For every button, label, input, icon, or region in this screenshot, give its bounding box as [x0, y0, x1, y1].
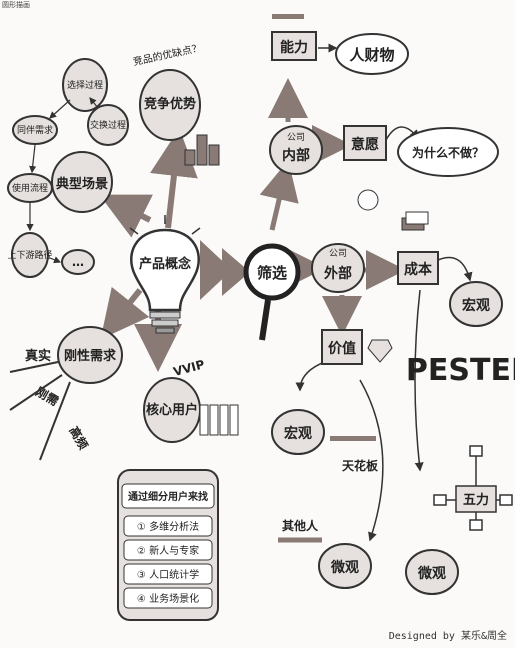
- big-arrow: [200, 240, 250, 300]
- need-label: 刚性需求: [64, 348, 117, 364]
- outer-tag: 公司: [329, 248, 347, 259]
- node-flow: 使用流程: [12, 182, 48, 194]
- list-card: [117, 469, 219, 621]
- compete-label: 竞争优势: [144, 96, 196, 112]
- real-label: 真实: [25, 348, 51, 364]
- node-dots: …: [72, 255, 84, 269]
- node-select: 选择过程: [67, 79, 103, 91]
- outer-blob: [311, 243, 365, 293]
- compete-caption: 竞品的优缺点？: [132, 41, 203, 68]
- five-label: 五力: [463, 492, 489, 508]
- micro-cloud: [318, 543, 372, 589]
- inner-blob: [269, 125, 323, 175]
- bulb-label: 产品概念: [139, 256, 191, 272]
- why-cloud: [397, 127, 499, 177]
- ceiling-bar: [330, 436, 376, 441]
- lightbulb: [129, 215, 201, 334]
- micro-label: 微观: [330, 559, 359, 576]
- list-item-1: ① 多维分析法: [137, 520, 199, 533]
- list-item-4: ④ 业务场景化: [137, 592, 199, 605]
- micro2-cloud: [405, 549, 459, 595]
- left-top-blobs: [7, 58, 201, 278]
- magnifier: [243, 243, 301, 341]
- cost-box: [397, 251, 439, 285]
- rigid-label: 刚需: [33, 384, 61, 408]
- screen-label: 筛选: [257, 264, 287, 282]
- credit-line: Designed by 某乐&周全: [388, 631, 507, 642]
- macro-label: 宏观: [284, 425, 312, 442]
- others-label: 其他人: [282, 518, 319, 533]
- right-connectors: [259, 78, 406, 336]
- why-label: 为什么不做？: [412, 145, 484, 160]
- list-title: 通过细分用户来找: [128, 490, 208, 503]
- podium-icon: [184, 134, 220, 166]
- value-label: 价值: [328, 340, 356, 357]
- list-item-3: ③ 人口统计学: [137, 568, 199, 581]
- list-item-2: ② 新人与专家: [137, 544, 199, 557]
- left-connectors: [99, 128, 198, 372]
- inner-label: 内部: [282, 147, 310, 164]
- will-label: 意愿: [351, 136, 379, 153]
- micro2-label: 微观: [417, 565, 446, 582]
- resources-label: 人财物: [349, 46, 394, 64]
- ability-box: [271, 31, 317, 61]
- ceiling-label: 天花板: [342, 458, 379, 473]
- corner-mark: 圆形描画: [2, 1, 30, 9]
- core-user-label: 核心用户: [146, 402, 198, 418]
- diamond-icon: [367, 339, 393, 363]
- freq-label: 高频: [66, 424, 91, 452]
- resources-cloud: [335, 33, 409, 75]
- ability-label: 能力: [280, 39, 308, 56]
- left-bottom-blobs: [57, 326, 201, 443]
- macro2-label: 宏观: [462, 297, 490, 314]
- person-icon: [357, 189, 379, 211]
- outer-label: 外部: [324, 265, 352, 282]
- cost-label: 成本: [404, 261, 433, 278]
- macro2-cloud: [449, 281, 503, 327]
- crowd-icon: [199, 404, 239, 436]
- money-icon: [401, 211, 429, 231]
- five-forces-diagram: [433, 445, 513, 531]
- node-peer: 同伴需求: [17, 124, 53, 136]
- node-exchange: 交换过程: [90, 119, 126, 131]
- bar-top: [272, 14, 304, 19]
- macro-cloud: [271, 409, 325, 455]
- pestel-label: PESTEL: [406, 353, 515, 388]
- value-box: [321, 329, 363, 365]
- inner-tag: 公司: [287, 132, 305, 143]
- node-path: 上下游路径: [7, 249, 52, 261]
- thin-connectors: [295, 43, 473, 542]
- vvip-label: VVIP: [172, 357, 207, 379]
- will-box: [343, 125, 387, 161]
- scene-label: 典型场景: [56, 176, 108, 192]
